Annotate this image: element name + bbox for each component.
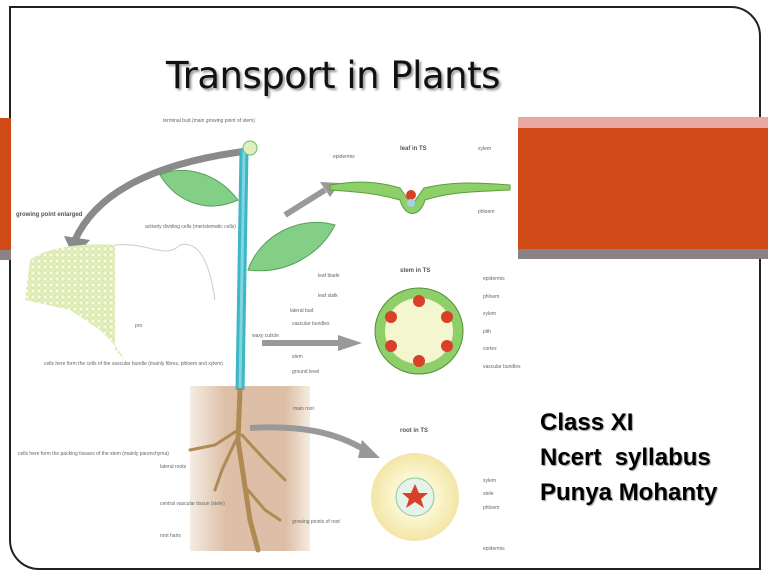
growing-point-cells (25, 244, 125, 360)
root-xylem-star (402, 484, 428, 508)
label-leaf-ts: leaf in TS (400, 146, 427, 152)
arrow-to-growing-point (71, 146, 256, 242)
stem-vascular-bundles (385, 295, 453, 367)
label-stem-xylem: xylem (483, 311, 496, 317)
label-root-ts: root in TS (400, 428, 428, 434)
slide-info: Class XI Ncert syllabus Punya Mohanty (540, 405, 717, 510)
label-pro: pro (135, 323, 142, 329)
label-stem-pith: pith (483, 329, 491, 335)
leaf-right (247, 221, 336, 272)
label-stem: stem (292, 354, 303, 360)
label-root-xylem: xylem (483, 478, 496, 484)
accent-bar-left (0, 118, 11, 258)
label-terminal-bud: terminal bud (main growing point of stem… (163, 118, 255, 124)
label-vascular-bundles: vascular bundles (292, 321, 330, 327)
label-lateral-bud: lateral bud (290, 308, 314, 314)
label-root-phloem: phloem (483, 505, 499, 511)
label-packing-cells: cells here form the packing tissues of t… (18, 451, 169, 457)
label-root-stele: stele (483, 491, 494, 497)
label-leaf-phloem: phloem (478, 209, 494, 215)
label-dividing-cells: actively dividing cells (meristematic ce… (145, 224, 236, 230)
label-ground-level: ground level (292, 369, 319, 375)
label-stem-cortex: cortex (483, 346, 497, 352)
roots (188, 387, 287, 553)
label-growing-points-root: growing points of root (292, 519, 340, 525)
slide-title: Transport in Plants (166, 54, 500, 97)
leaf-ts (329, 181, 511, 214)
label-stem-ts: stem in TS (400, 268, 430, 274)
info-author: Punya Mohanty (540, 479, 718, 506)
label-stem-epidermis: epidermis (483, 276, 505, 282)
leaf-left (159, 169, 239, 207)
label-leaf-xylem: xylem (478, 146, 491, 152)
accent-bar-left-grey (0, 250, 11, 260)
label-root-epidermis: epidermis (483, 546, 505, 552)
label-leaf-epidermis: epidermis (333, 154, 355, 160)
terminal-bud (242, 140, 258, 156)
label-lateral-roots: lateral roots (160, 464, 187, 470)
accent-bar-right-light (518, 117, 768, 128)
label-stem-vascular: vascular bundles (483, 364, 521, 370)
label-leaf-blade: leaf blade (318, 273, 340, 279)
label-stem-phloem: phloem (483, 294, 499, 300)
arrow-to-root-ts (249, 424, 367, 453)
label-leaf-stalk: leaf stalk (318, 293, 338, 299)
label-growing-point: growing point enlarged (16, 212, 83, 218)
label-waxy-cuticle: waxy cuticle (252, 333, 279, 339)
accent-bar-right-grey (518, 249, 768, 259)
label-central-vascular: central vascular tissue (stele) (160, 501, 225, 507)
info-syllabus: Ncert syllabus (540, 444, 711, 471)
accent-bar-right (518, 128, 768, 249)
arrow-to-leaf-ts (283, 187, 327, 218)
info-class: Class XI (540, 409, 634, 436)
label-root-hairs: root hairs (160, 533, 181, 539)
label-main-root: main root (293, 406, 314, 412)
label-vascular-cells: cells here form the cells of the vascula… (44, 361, 223, 367)
